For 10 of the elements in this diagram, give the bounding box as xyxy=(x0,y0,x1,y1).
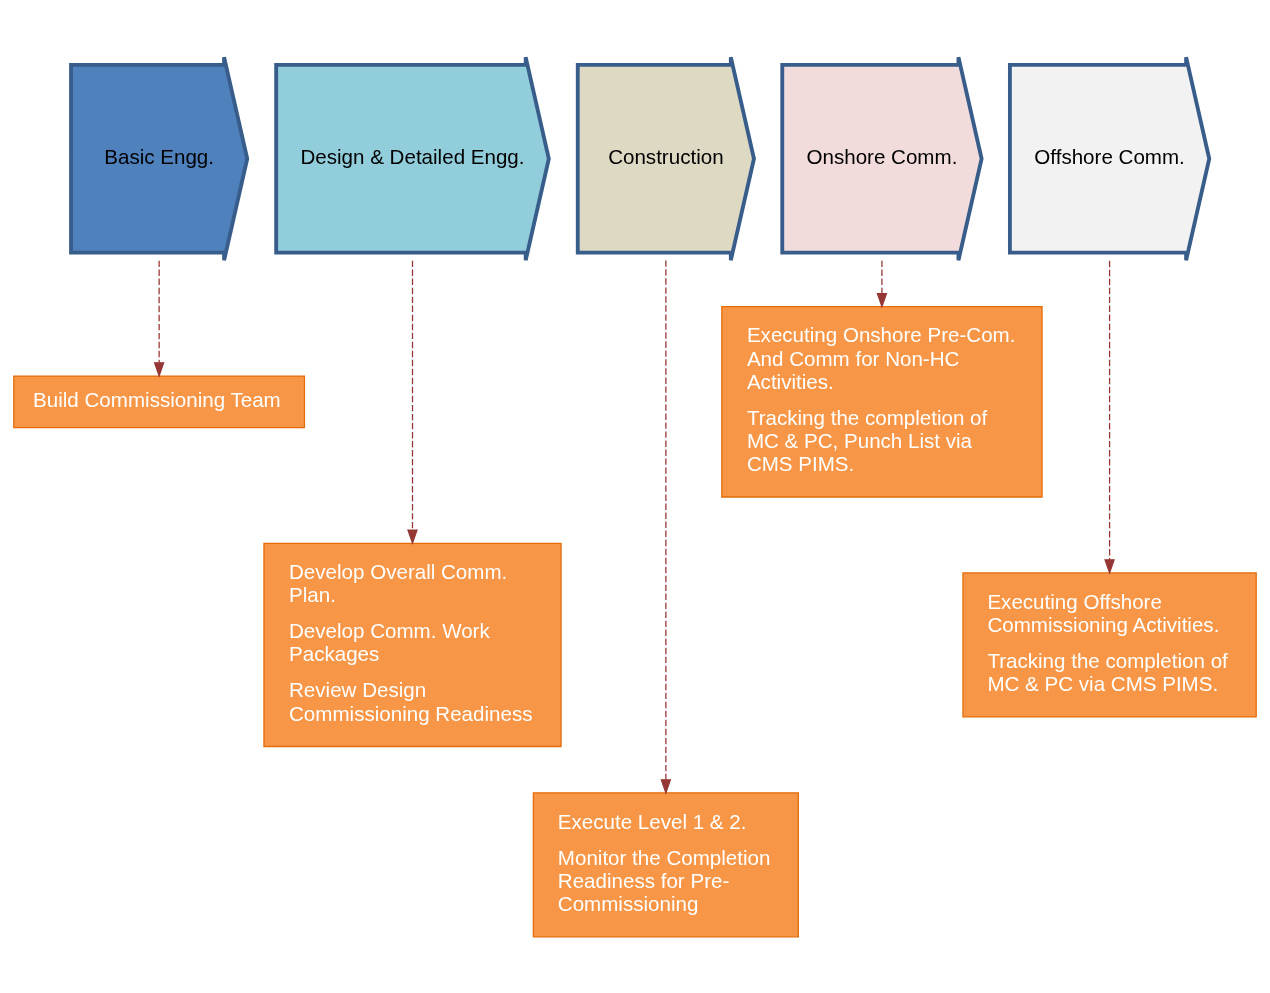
node-box: Execute Level 1 & 2. Monitor the Completion Readiness for Pre-Commissioning xyxy=(532,791,799,937)
node-box: Executing Offshore Commissioning Activities. Tracking the completion of MC & PC via CMS PIMS. xyxy=(962,571,1257,718)
arrow xyxy=(876,259,888,308)
arrow xyxy=(153,259,165,378)
arrow xyxy=(407,259,418,545)
arrow xyxy=(1104,259,1115,575)
arrow xyxy=(660,259,672,795)
node-box: Executing Onshore Pre-Com. And Comm for Non-HC Activities. Tracking the completion of MC & PC, Punch List via CMS PIMS. xyxy=(721,305,1043,498)
node-box: Develop Overall Comm. Plan. Develop Comm. Work Packages Review Design Commissioning Readiness xyxy=(263,542,562,747)
node-box: Build Commissioning Team xyxy=(13,374,306,428)
